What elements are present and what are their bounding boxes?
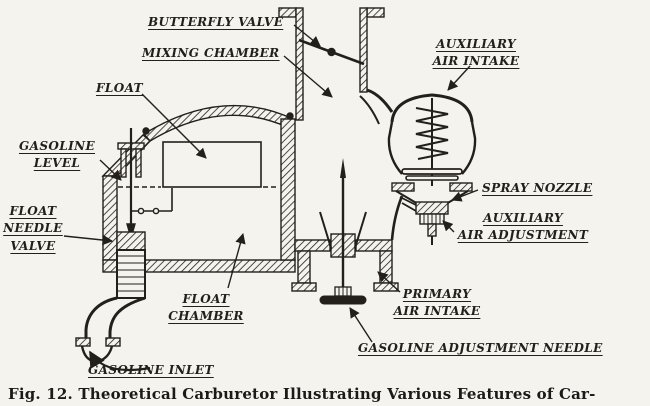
spray-nozzle-body bbox=[415, 201, 449, 215]
lever-pivot-2 bbox=[152, 207, 160, 215]
aux-adjust-stem bbox=[427, 223, 437, 237]
threaded-pipe bbox=[116, 249, 146, 299]
throat-wall-right bbox=[359, 7, 368, 93]
label-gasoline-inlet: GASOLINE INLET bbox=[88, 363, 214, 377]
arrow-auxiliary-air-adjustment bbox=[442, 220, 455, 233]
duct-wall-right bbox=[379, 250, 393, 284]
aux-passage-outer bbox=[366, 88, 394, 113]
aux-adjust-knurl-ticks bbox=[423, 214, 441, 224]
seat-taper-left bbox=[395, 190, 419, 205]
label-auxiliary-air-adjustment: AUXILIARY AIR ADJUSTMENT bbox=[457, 211, 589, 243]
arrow-gasoline-adjustment-needle bbox=[349, 307, 373, 343]
valve-disc-lower bbox=[405, 175, 459, 181]
arrow-float-chamber bbox=[227, 232, 246, 289]
label-auxiliary-air-intake: AUXILIARY AIR INTAKE bbox=[432, 37, 520, 69]
label-float-chamber: FLOAT CHAMBER bbox=[168, 292, 244, 324]
arrow-primary-air-intake bbox=[377, 271, 401, 293]
chamber-wall-right-lower bbox=[390, 195, 404, 241]
spray-nozzle-tip bbox=[399, 196, 417, 212]
aux-housing-right bbox=[461, 121, 477, 175]
lever-pivot-1 bbox=[137, 207, 145, 215]
dome-bolt-right bbox=[286, 112, 294, 120]
label-gasoline-level: GASOLINE LEVEL bbox=[18, 139, 96, 171]
arrow-gasoline-inlet bbox=[89, 350, 151, 372]
needle-guide-right bbox=[135, 148, 142, 178]
float-body bbox=[162, 141, 262, 188]
dome-cover bbox=[142, 104, 295, 142]
aux-passage-inner bbox=[359, 95, 380, 125]
left-wall bbox=[102, 175, 118, 261]
needle-guide-left bbox=[120, 148, 127, 178]
valve-spring bbox=[415, 107, 449, 160]
label-butterfly-valve: BUTTERFLY VALVE bbox=[148, 15, 284, 29]
elbow-outer bbox=[84, 296, 118, 340]
venturi-wall-right bbox=[354, 211, 367, 249]
label-float: FLOAT bbox=[96, 81, 143, 95]
partition-left bbox=[294, 239, 331, 252]
label-float-needle-valve: FLOAT NEEDLE VALVE bbox=[3, 204, 63, 253]
top-flange-right bbox=[366, 7, 385, 18]
throat-wall-left bbox=[295, 7, 304, 121]
elbow-flange-right bbox=[105, 337, 121, 347]
duct-flange-left bbox=[291, 282, 317, 292]
label-spray-nozzle: SPRAY NOZZLE bbox=[482, 181, 593, 195]
valve-disc-upper bbox=[401, 168, 463, 175]
inlet-mouth-right bbox=[99, 345, 114, 363]
inlet-mouth-left bbox=[80, 345, 96, 364]
needle-tip bbox=[126, 223, 136, 241]
arrow-float-needle-valve bbox=[63, 234, 114, 246]
right-wall bbox=[280, 118, 296, 261]
bottom-wall bbox=[102, 259, 296, 273]
arrow-spray-nozzle bbox=[451, 189, 479, 202]
label-mixing-chamber: MIXING CHAMBER bbox=[142, 46, 280, 60]
arrow-float bbox=[141, 93, 207, 159]
elbow-flange-left bbox=[75, 337, 91, 347]
elbow-inner bbox=[108, 296, 146, 340]
label-primary-air-intake: PRIMARY AIR INTAKE bbox=[393, 287, 481, 319]
butterfly-pivot bbox=[327, 47, 336, 57]
figure-caption: Fig. 12. Theoretical Carburetor Illustra… bbox=[8, 385, 596, 403]
duct-flange-right bbox=[373, 282, 399, 292]
valve-seat-right bbox=[449, 182, 473, 192]
throttle-tube bbox=[278, 7, 385, 121]
arrow-mixing-chamber bbox=[283, 55, 333, 98]
valve-seat-left bbox=[391, 182, 415, 192]
partition-right bbox=[355, 239, 393, 252]
aux-housing-left bbox=[387, 121, 403, 175]
label-gasoline-adjustment-needle: GASOLINE ADJUSTMENT NEEDLE bbox=[358, 341, 603, 355]
adjust-needle-handle bbox=[319, 295, 367, 305]
arrow-gasoline-level bbox=[99, 159, 122, 181]
venturi-wall-left bbox=[319, 211, 332, 249]
arrow-butterfly-valve bbox=[293, 24, 321, 47]
aux-cap-dome bbox=[390, 93, 474, 123]
gasoline-adjustment-needle-drawing bbox=[319, 158, 367, 305]
arrow-auxiliary-air-intake bbox=[447, 65, 471, 91]
primary-air-intake-drawing bbox=[291, 195, 404, 292]
leader-arrows bbox=[63, 24, 479, 372]
duct-wall-left bbox=[297, 250, 311, 284]
needle-seat bbox=[116, 231, 146, 251]
auxiliary-air-valve-drawing bbox=[359, 88, 477, 245]
float-chamber-drawing bbox=[75, 104, 296, 364]
adjust-needle-tip bbox=[340, 158, 346, 178]
pipe-threads bbox=[117, 255, 145, 292]
dome-bolt-left bbox=[142, 127, 150, 135]
